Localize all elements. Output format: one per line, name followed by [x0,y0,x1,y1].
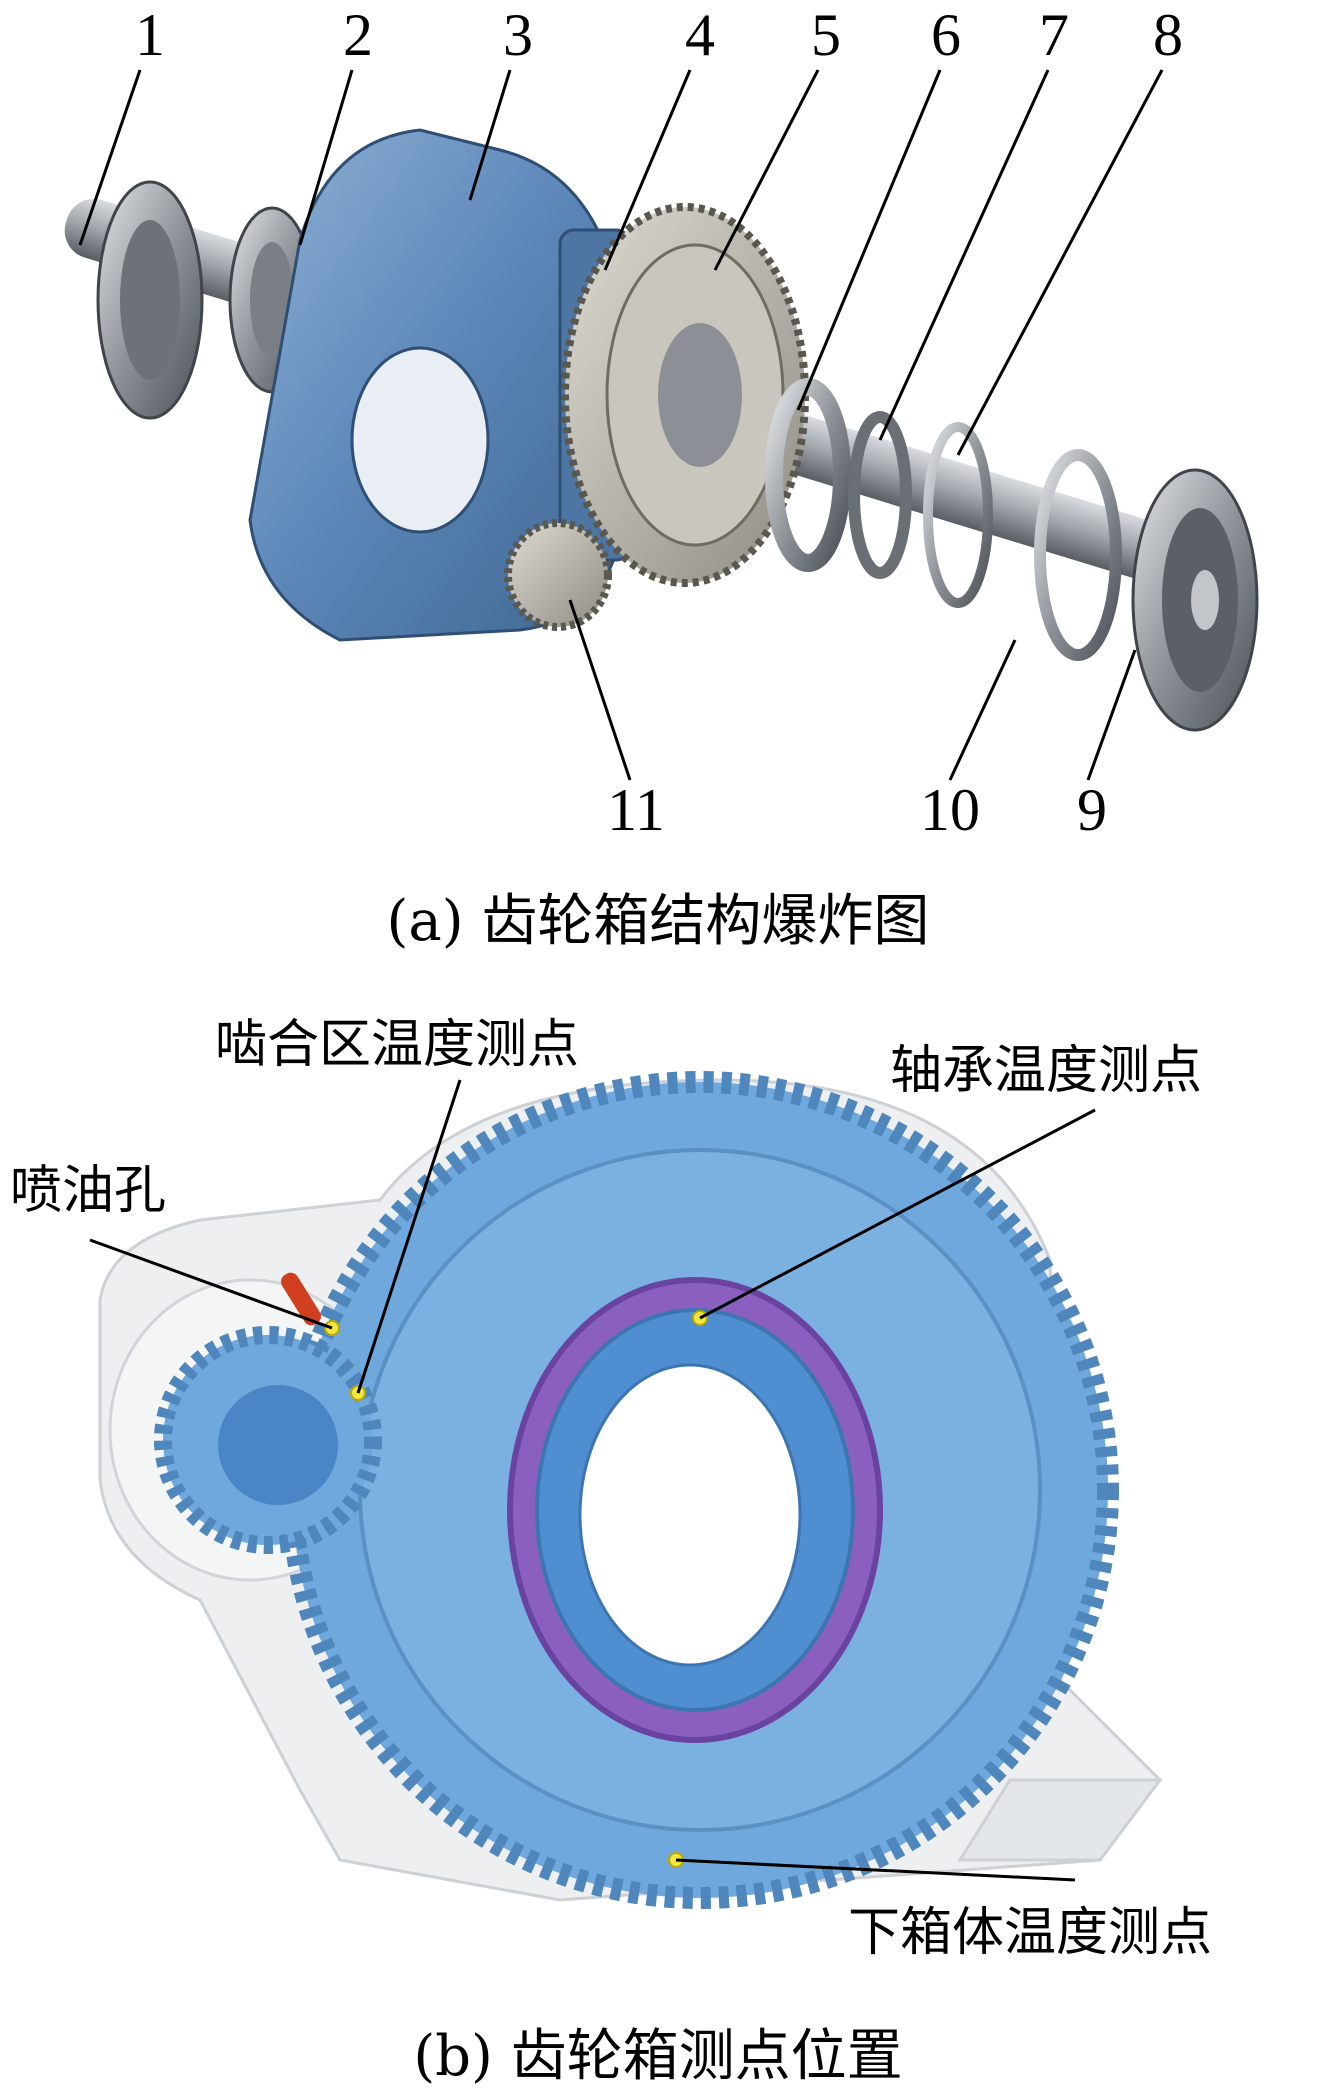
label-leaders [89,1079,1096,1882]
part-number-2: 2 [343,2,373,68]
pinion-blue [154,1326,382,1554]
part-number-3: 3 [503,2,533,68]
label-mesh-zone: 啮合区温度测点 [215,1015,579,1075]
part-number-6: 6 [931,2,961,68]
pinion [504,519,612,631]
oil-nozzle [281,1272,321,1326]
part-number-8: 8 [1153,2,1183,68]
label-lower-box: 下箱体温度测点 [848,1903,1212,1963]
part-leaders [78,69,1164,781]
part-number-1: 1 [135,2,165,68]
part-number-7: 7 [1039,2,1069,68]
large-gear-blue [281,1071,1119,1909]
exploded-view: 1 2 3 4 5 6 7 8 9 10 11 (a) 齿轮箱结构爆炸图 [64,2,1259,954]
part-number-5: 5 [811,2,841,68]
label-bearing: 轴承温度测点 [890,1041,1202,1101]
measuring-points-view: 啮合区温度测点 轴承温度测点 喷油孔 下箱体温度测点 (b) 齿轮箱测点位置 [10,1015,1212,2089]
part-number-10: 10 [920,777,980,843]
part-number-4: 4 [685,2,715,68]
part-number-9: 9 [1077,777,1107,843]
label-oil-hole: 喷油孔 [10,1161,166,1221]
part-number-11: 11 [607,777,665,843]
caption-a: (a) 齿轮箱结构爆炸图 [387,889,930,954]
caption-b: (b) 齿轮箱测点位置 [413,2024,902,2089]
right-end-cover [1131,468,1259,732]
large-gear [561,203,809,587]
